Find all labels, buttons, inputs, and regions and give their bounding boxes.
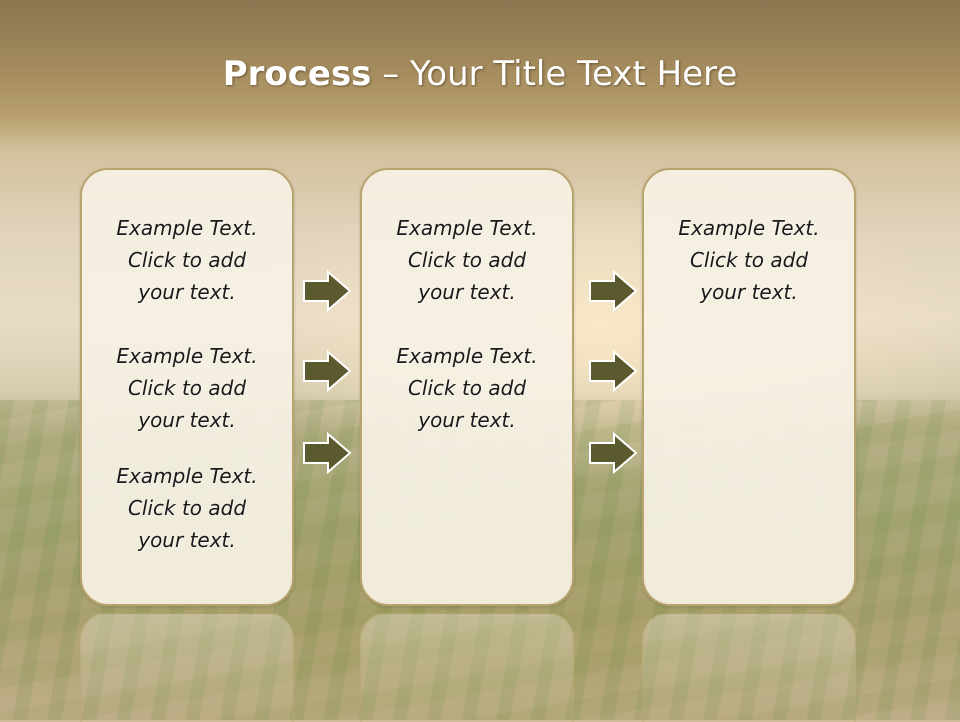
text-placeholder[interactable]: Example Text. Click to add your text. — [82, 212, 292, 308]
text-line: Click to add — [407, 248, 527, 272]
text-line: Click to add — [127, 496, 247, 520]
text-line: your text. — [138, 408, 236, 432]
process-panel-3[interactable]: Example Text. Click to add your text. — [642, 168, 856, 606]
text-line: Example Text. — [396, 216, 538, 240]
panel-reflection — [642, 612, 856, 722]
text-line: Example Text. — [116, 216, 258, 240]
right-arrow-icon[interactable] — [588, 432, 638, 474]
text-placeholder[interactable]: Example Text. Click to add your text. — [362, 212, 572, 308]
text-line: your text. — [138, 528, 236, 552]
text-line: Click to add — [407, 376, 527, 400]
text-line: your text. — [418, 280, 516, 304]
text-line: Click to add — [689, 248, 809, 272]
right-arrow-icon[interactable] — [588, 350, 638, 392]
text-line: your text. — [418, 408, 516, 432]
panel-reflection — [360, 612, 574, 722]
text-line: Example Text. — [678, 216, 820, 240]
text-placeholder[interactable]: Example Text. Click to add your text. — [362, 340, 572, 436]
text-placeholder[interactable]: Example Text. Click to add your text. — [82, 460, 292, 556]
text-line: your text. — [700, 280, 798, 304]
slide-title[interactable]: Process – Your Title Text Here — [223, 54, 738, 94]
title-bar: Process – Your Title Text Here — [0, 0, 960, 150]
right-arrow-icon[interactable] — [302, 270, 352, 312]
text-line: Example Text. — [116, 344, 258, 368]
panel-reflection — [80, 612, 294, 722]
process-panel-1[interactable]: Example Text. Click to add your text. Ex… — [80, 168, 294, 606]
right-arrow-icon[interactable] — [302, 350, 352, 392]
text-line: Example Text. — [116, 464, 258, 488]
process-panel-2[interactable]: Example Text. Click to add your text. Ex… — [360, 168, 574, 606]
text-line: Click to add — [127, 248, 247, 272]
text-line: your text. — [138, 280, 236, 304]
text-placeholder[interactable]: Example Text. Click to add your text. — [644, 212, 854, 308]
title-bold-part: Process — [222, 54, 372, 94]
text-placeholder[interactable]: Example Text. Click to add your text. — [82, 340, 292, 436]
text-line: Click to add — [127, 376, 247, 400]
text-line: Example Text. — [396, 344, 538, 368]
title-rest-part: – Your Title Text Here — [371, 54, 738, 94]
right-arrow-icon[interactable] — [302, 432, 352, 474]
right-arrow-icon[interactable] — [588, 270, 638, 312]
